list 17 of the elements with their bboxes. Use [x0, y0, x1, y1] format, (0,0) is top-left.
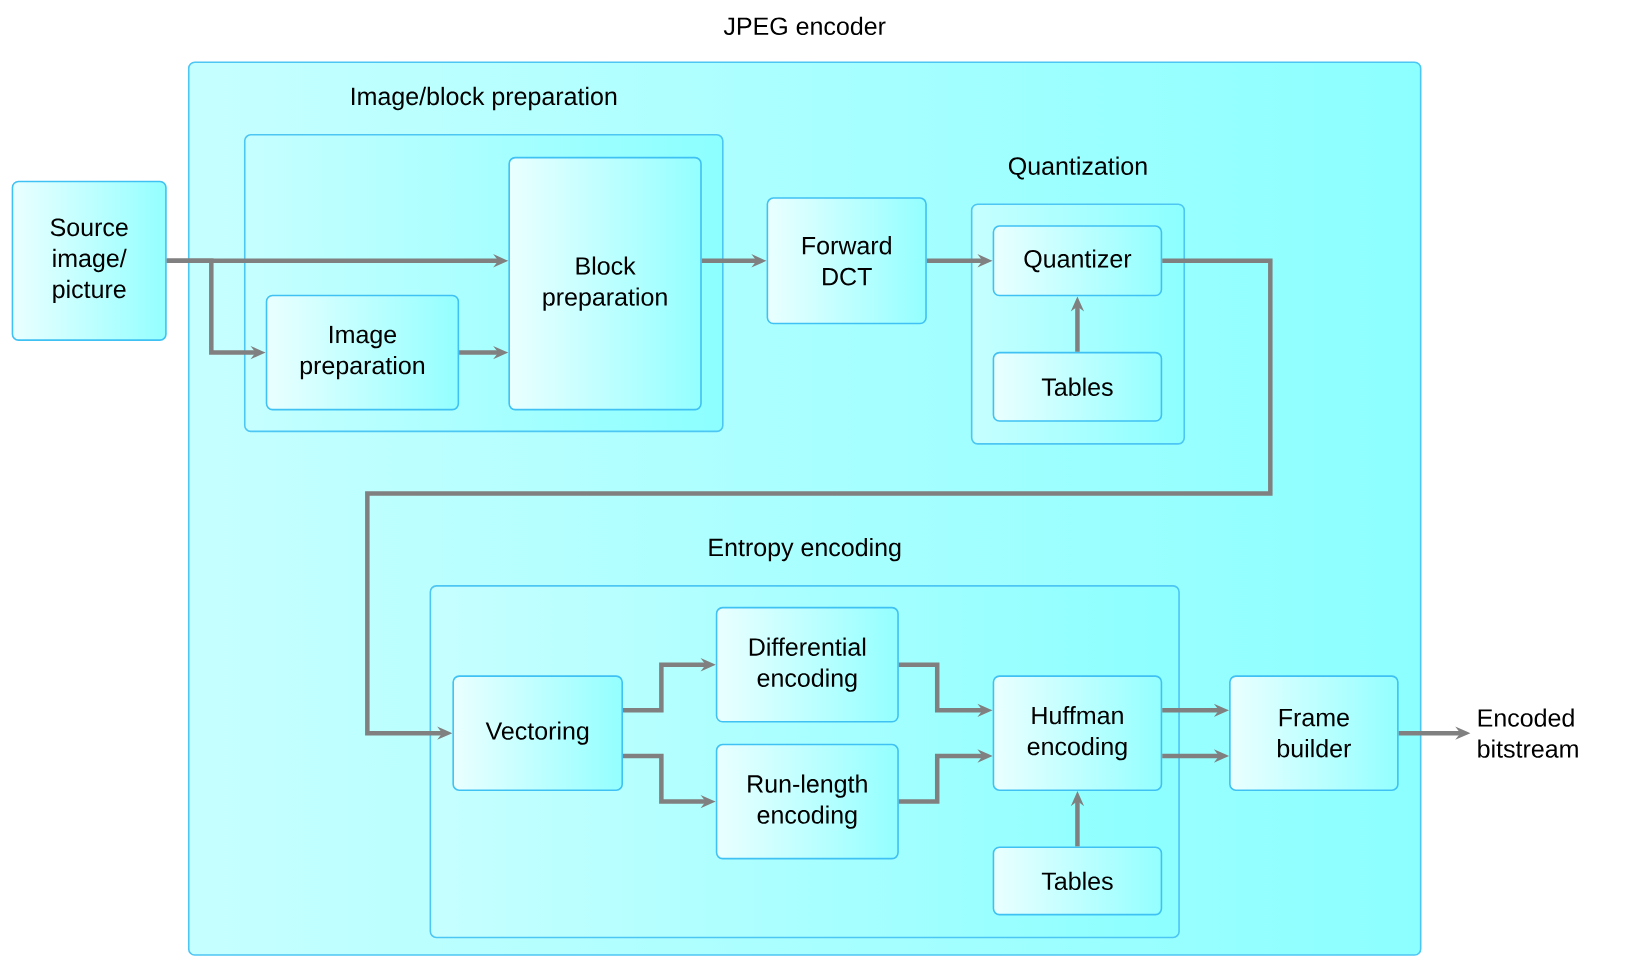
group-title: Entropy encoding [709, 537, 901, 562]
process-box: Quantizer [992, 225, 1163, 297]
group-title: Quantization [1008, 156, 1147, 180]
process-box: Frame builder [1229, 675, 1399, 791]
process-box: Forward DCT [766, 197, 927, 325]
process-box: Huffman encoding [992, 675, 1163, 791]
process-box: Block preparation [508, 156, 702, 411]
process-box: Differential encoding [715, 606, 899, 723]
output-label: Encoded bitstream [1478, 708, 1578, 758]
process-box: Tables [992, 846, 1163, 916]
process-box: Vectoring [452, 675, 623, 791]
process-box: Tables [992, 351, 1163, 422]
group-title: JPEG encoder [723, 16, 886, 36]
group-title: Image/block preparation [351, 86, 617, 111]
process-box: Source image/ picture [11, 180, 167, 341]
process-box: Run-length encoding [715, 743, 899, 860]
process-box: Image preparation [265, 294, 460, 411]
